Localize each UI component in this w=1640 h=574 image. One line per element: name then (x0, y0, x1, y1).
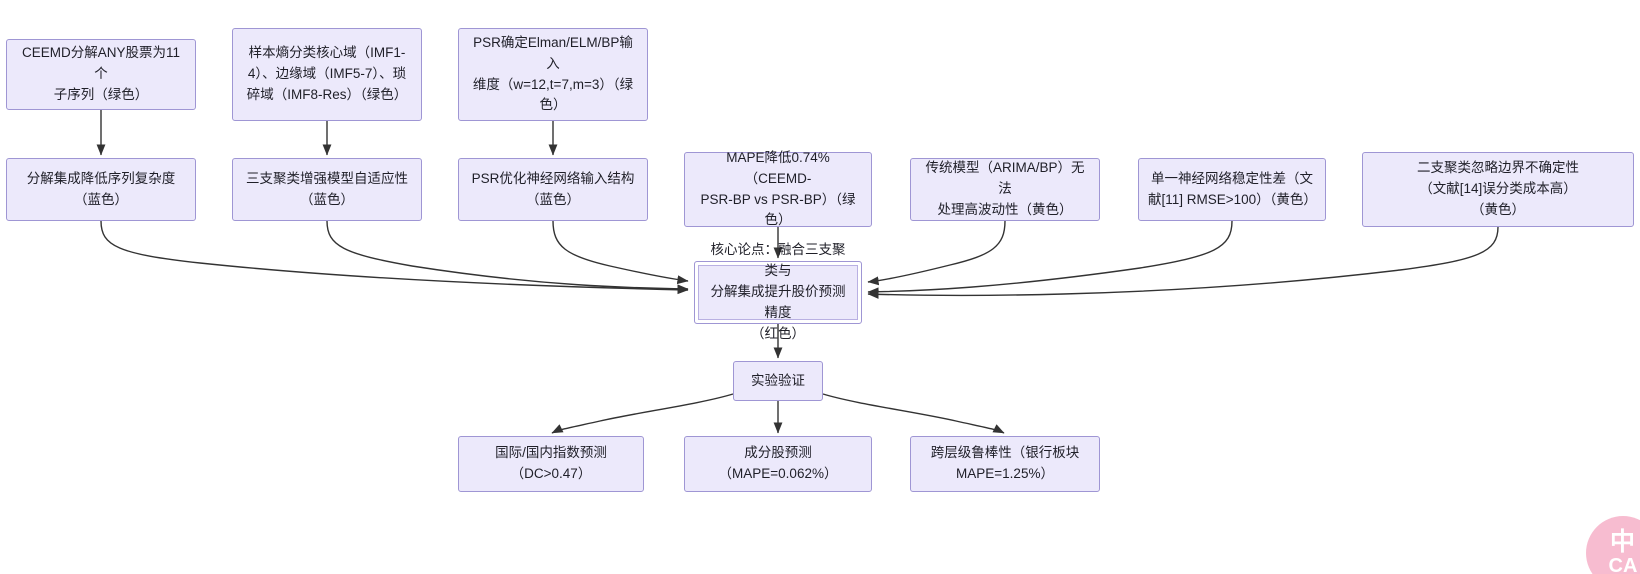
edge-experiment-to-index (551, 393, 734, 434)
two-way-cluster-boundary-node[interactable]: 二支聚类忽略边界不确定性 （文献[14]误分类成本高） （黄色） (1362, 152, 1634, 227)
sample-entropy-node[interactable]: 样本熵分类核心域（IMF1- 4）、边缘域（IMF5-7）、琐 碎域（IMF8-… (232, 28, 422, 121)
core-claim-node[interactable]: 核心论点：融合三支聚类与 分解集成提升股价预测精度 （红色） (694, 242, 862, 341)
node-label: 跨层级鲁棒性（银行板块 MAPE=1.25%） (930, 445, 1080, 481)
experiment-validation-node[interactable]: 实验验证 (733, 361, 823, 401)
three-way-cluster-adaptivity-node[interactable]: 三支聚类增强模型自适应性 （蓝色） (232, 158, 422, 221)
edge-singlenn-to-core (867, 220, 1233, 297)
node-label: 实验验证 (751, 372, 805, 388)
node-label: 三支聚类增强模型自适应性 （蓝色） (246, 170, 408, 207)
node-label: MAPE降低0.74%（CEEMD- PSR-BP vs PSR-BP）（绿 色… (700, 149, 856, 228)
node-label: 单一神经网络稳定性差（文 献[11] RMSE>100）（黄色） (1148, 170, 1317, 207)
psr-input-dimension-node[interactable]: PSR确定Elman/ELM/BP输入 维度（w=12,t=7,m=3）（绿 色… (458, 28, 648, 121)
edge-complexity-to-core (100, 220, 689, 295)
constituent-stock-forecast-result-node[interactable]: 成分股预测 （MAPE=0.062%） (684, 436, 872, 492)
node-label: PSR确定Elman/ELM/BP输入 维度（w=12,t=7,m=3）（绿 色… (472, 34, 634, 113)
node-label: 成分股预测 （MAPE=0.062%） (718, 445, 838, 481)
node-label: PSR优化神经网络输入结构 （蓝色） (471, 170, 635, 207)
cross-level-robustness-result-node[interactable]: 跨层级鲁棒性（银行板块 MAPE=1.25%） (910, 436, 1100, 492)
single-neural-network-instability-node[interactable]: 单一神经网络稳定性差（文 献[11] RMSE>100）（黄色） (1138, 158, 1326, 221)
node-label: 核心论点：融合三支聚类与 分解集成提升股价预测精度 （红色） (710, 242, 846, 341)
watermark-badge: 中 CA (1586, 516, 1640, 574)
watermark-primary-text: 中 (1609, 528, 1636, 557)
mape-reduction-node[interactable]: MAPE降低0.74%（CEEMD- PSR-BP vs PSR-BP）（绿 色… (684, 150, 872, 227)
node-label: 国际/国内指数预测 （DC>0.47） (495, 445, 607, 481)
reduce-complexity-node[interactable]: 分解集成降低序列复杂度 （蓝色） (6, 158, 196, 221)
edge-cluster-to-core (326, 220, 689, 294)
psr-optimize-structure-node[interactable]: PSR优化神经网络输入结构 （蓝色） (458, 158, 648, 221)
ceemd-decompose-node[interactable]: CEEMD分解ANY股票为11个 子序列（绿色） (6, 39, 196, 110)
edge-structure-to-core (552, 220, 689, 285)
node-label: 传统模型（ARIMA/BP）无法 处理高波动性（黄色） (925, 160, 1085, 217)
node-label: 二支聚类忽略边界不确定性 （文献[14]误分类成本高） （黄色） (1417, 160, 1579, 217)
node-label: CEEMD分解ANY股票为11个 子序列（绿色） (21, 45, 181, 102)
traditional-model-limitation-node[interactable]: 传统模型（ARIMA/BP）无法 处理高波动性（黄色） (910, 158, 1100, 221)
index-forecast-result-node[interactable]: 国际/国内指数预测 （DC>0.47） (458, 436, 644, 492)
node-label: 样本熵分类核心域（IMF1- 4）、边缘域（IMF5-7）、琐 碎域（IMF8-… (246, 45, 408, 102)
watermark-secondary-text: CA (1608, 554, 1638, 574)
node-label: 分解集成降低序列复杂度 （蓝色） (26, 170, 176, 207)
edge-twoway-to-core (867, 226, 1499, 299)
edge-traditional-to-core (867, 220, 1006, 286)
edge-experiment-to-robustness (822, 393, 1005, 434)
